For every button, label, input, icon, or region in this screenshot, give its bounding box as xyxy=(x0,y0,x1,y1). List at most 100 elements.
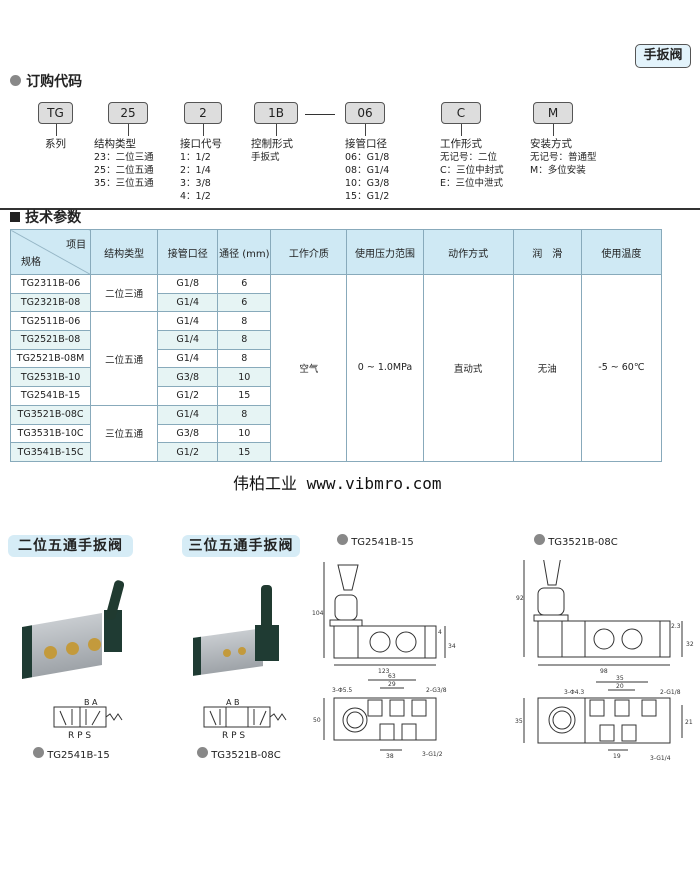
header-diagonal: 项目规格 xyxy=(9,229,92,275)
column-header: 结构类型 xyxy=(90,229,159,275)
dim: 98 xyxy=(600,668,608,675)
code-dash xyxy=(305,114,335,115)
table-header: 项目规格结构类型接管口径通径 (mm)工作介质使用压力范围动作方式润 滑使用温度 xyxy=(9,229,663,275)
dim: 3-G1/2 xyxy=(422,751,443,758)
code-stem xyxy=(276,124,277,136)
code-box: 2 xyxy=(184,102,222,124)
structure-type: 三位五通 xyxy=(90,404,159,462)
section-divider xyxy=(0,208,700,210)
code-box: C xyxy=(441,102,481,124)
column-header: 润 滑 xyxy=(512,229,582,275)
dim: 3-Φ4.3 xyxy=(564,689,584,696)
drawing-3pos-bottom xyxy=(523,681,683,751)
dim: 35 xyxy=(616,675,624,682)
structure-type: 二位三通 xyxy=(90,273,159,313)
code-stem xyxy=(365,124,366,136)
code-description: 系列 xyxy=(45,138,66,150)
order-code-heading: 订购代码 xyxy=(10,71,82,91)
code-box: 1B xyxy=(254,102,298,124)
dim: 50 xyxy=(313,717,321,724)
dim: 32 xyxy=(686,641,694,648)
code-stem xyxy=(55,124,57,136)
drawing-model-label: TG3521B-08C xyxy=(534,534,618,548)
code-box: TG xyxy=(38,102,73,124)
bullet-icon xyxy=(337,534,348,545)
column-header: 通径 (mm) xyxy=(217,229,272,275)
symbol-ports-bottom: R P S xyxy=(222,731,245,741)
watermark: 伟柏工业 www.vibmro.com xyxy=(233,474,442,493)
product-title: 三位五通手扳阀 xyxy=(182,535,300,557)
symbol-ports-top: A B xyxy=(226,698,240,707)
dim: 123 xyxy=(378,668,390,675)
dim: 35 xyxy=(515,718,523,725)
product-photo-2pos xyxy=(22,579,126,685)
symbol-ports-top: B A xyxy=(84,698,98,707)
dim: 63 xyxy=(388,673,396,680)
category-badge: 手扳阀 xyxy=(635,44,691,68)
tech-heading: 技术参数 xyxy=(10,207,81,227)
code-box: 25 xyxy=(108,102,148,124)
product-model-label: TG2541B-15 xyxy=(33,747,110,761)
drawing-2pos-front xyxy=(323,562,446,666)
dim: 2.3 xyxy=(671,623,681,630)
square-bullet-icon xyxy=(10,212,20,222)
drawing-3pos-front xyxy=(523,560,683,666)
product-model-label: TG3521B-08C xyxy=(197,747,281,761)
spec-table: 项目规格结构类型接管口径通径 (mm)工作介质使用压力范围动作方式润 滑使用温度… xyxy=(9,229,663,462)
pressure-cell: 0 ~ 1.0MPa xyxy=(346,274,424,462)
bullet-icon xyxy=(534,534,545,545)
symbol-ports-bottom: R P S xyxy=(68,731,91,741)
column-header: 动作方式 xyxy=(422,229,514,275)
code-stem xyxy=(128,124,129,136)
bullet-icon xyxy=(197,747,208,758)
column-header: 使用温度 xyxy=(580,229,663,275)
code-stem xyxy=(203,124,204,136)
dim: 38 xyxy=(386,753,394,760)
dimension-drawings: 104 123 4 34 63 29 3-Φ5.5 2-G3/8 50 38 3… xyxy=(312,560,694,762)
product-photo-3pos xyxy=(193,585,283,680)
dim: 4 xyxy=(438,629,442,636)
valve-symbol-3pos: A B R P S xyxy=(203,698,287,741)
dim: 34 xyxy=(448,643,456,650)
dim: 29 xyxy=(388,681,396,688)
column-header: 工作介质 xyxy=(270,229,348,275)
code-stem xyxy=(461,124,462,136)
dim: 2-G1/8 xyxy=(660,689,681,696)
dim: 3-G1/4 xyxy=(650,755,671,762)
dim: 92 xyxy=(516,595,524,602)
code-box: M xyxy=(533,102,573,124)
lube-cell: 无油 xyxy=(512,274,582,462)
code-box: 06 xyxy=(345,102,385,124)
drawing-2pos-bottom xyxy=(323,679,437,751)
valve-symbol-2pos: B A R P S xyxy=(53,698,123,741)
drawing-model-label: TG2541B-15 xyxy=(337,534,414,548)
dim: 3-Φ5.5 xyxy=(332,687,352,694)
dim: 21 xyxy=(685,719,693,726)
dim: 104 xyxy=(312,610,324,617)
dim: 20 xyxy=(616,683,624,690)
product-title: 二位五通手扳阀 xyxy=(8,535,133,557)
temp-cell: -5 ~ 60℃ xyxy=(580,274,663,462)
bullet-icon xyxy=(33,747,44,758)
bullet-icon xyxy=(10,75,21,86)
code-stem xyxy=(553,124,554,136)
structure-type: 二位五通 xyxy=(90,311,159,406)
action-cell: 直动式 xyxy=(422,274,514,462)
dim: 19 xyxy=(613,753,621,760)
code-description: 控制形式手扳式 xyxy=(251,138,293,163)
column-header: 接管口径 xyxy=(157,229,219,275)
column-header: 使用压力范围 xyxy=(346,229,424,275)
